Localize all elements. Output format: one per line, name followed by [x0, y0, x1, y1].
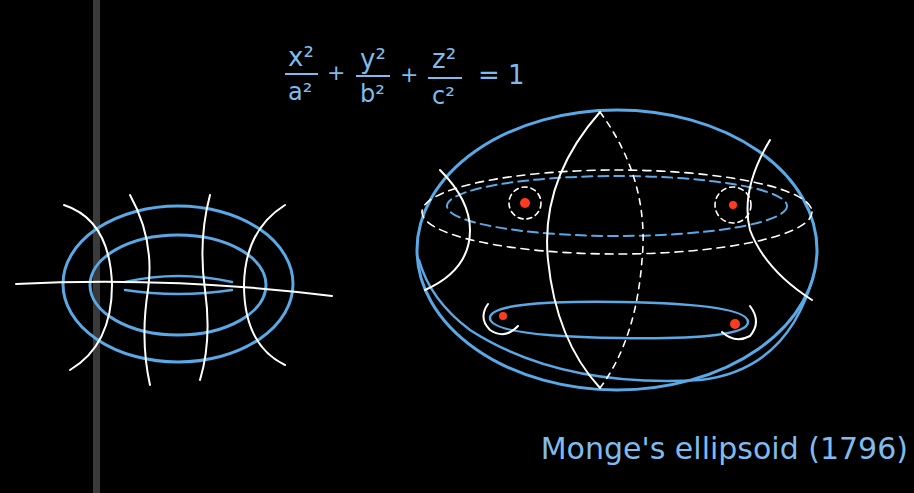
equation-term: c²: [432, 84, 455, 108]
equation-term: b²: [360, 82, 385, 106]
fraction-bars: [285, 74, 462, 78]
torus-sketch: [16, 195, 332, 385]
ellipsoid-sketch: [417, 110, 817, 390]
equation-term: z²: [432, 46, 456, 72]
equation-term: y²: [360, 46, 386, 72]
equation-term: = 1: [478, 62, 525, 88]
equation-term: +: [327, 62, 345, 84]
equation-term: +: [400, 64, 418, 86]
divider-bar: [93, 0, 100, 493]
figure-caption: Monge's ellipsoid (1796): [541, 434, 908, 464]
equation-term: a²: [288, 80, 312, 104]
equation-term: x²: [288, 44, 314, 70]
